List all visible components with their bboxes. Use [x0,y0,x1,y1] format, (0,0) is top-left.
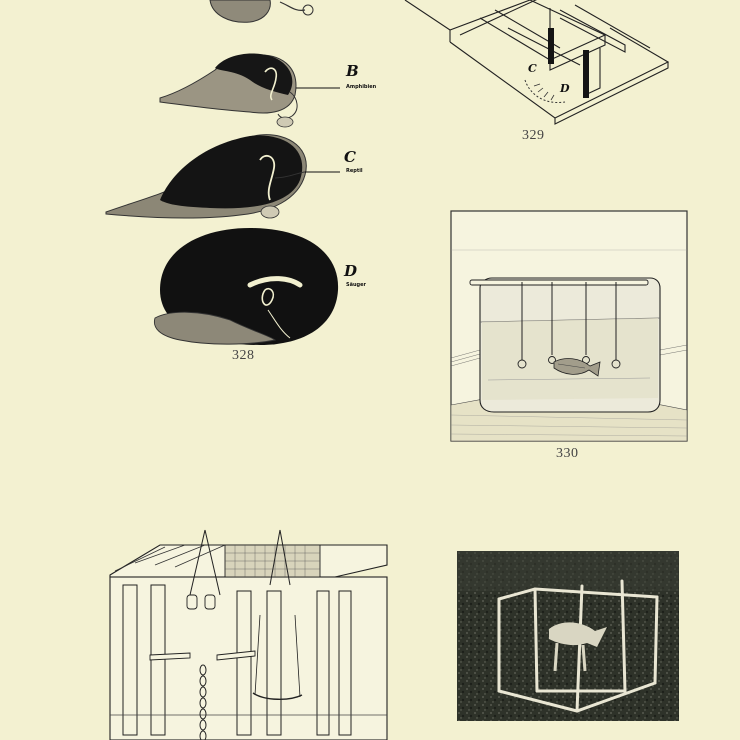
figure-329: C D [400,0,680,135]
aquarium-illustration [450,210,688,442]
brain-c-reptile [105,134,340,219]
crate-illustration [105,525,390,740]
dial-label-c: C [528,62,537,75]
panel-letter-b: B [346,62,359,80]
panel-letter-d: D [344,262,358,280]
figure-number-330: 330 [556,446,579,461]
crate-drawing [109,529,388,740]
brain-b-amphibian [159,53,340,128]
panel-label-amphibien: Amphibien [346,84,377,90]
apparatus-329-illustration [404,0,670,125]
panel-letter-c: C [344,148,356,166]
photo-cage [457,551,679,721]
brain-series-illustration [105,0,340,345]
figure-330 [450,210,688,442]
dial-label-d: D [560,82,570,95]
figure-number-329: 329 [522,128,545,143]
panel-label-reptil: Reptil [346,168,363,174]
brain-d-mammal [153,228,339,345]
figure-number-328: 328 [232,348,255,363]
brain-a-partial [209,0,314,23]
figure-328: B Amphibien C Reptil D Säuger [100,0,400,370]
photo-cage-plate [457,551,679,721]
panel-label-saeuger: Säuger [346,282,366,288]
